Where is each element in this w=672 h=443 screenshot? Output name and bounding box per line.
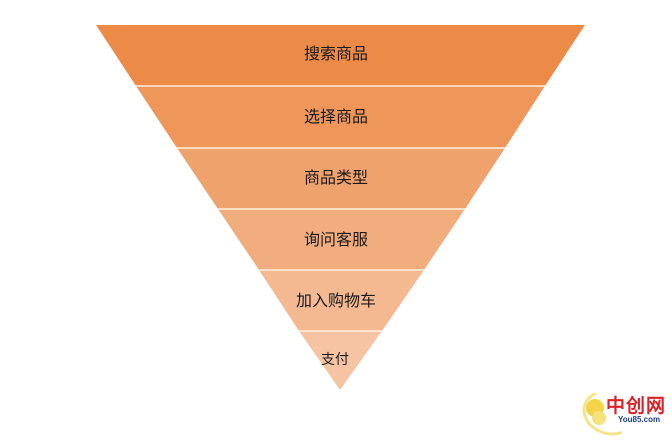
watermark-title: 中创网	[606, 395, 667, 417]
stage-label-service: 询问客服	[303, 230, 368, 249]
funnel-stage-1	[96, 25, 585, 86]
watermark-subtitle: You85.com	[618, 415, 661, 424]
logo-dot-icon	[592, 411, 606, 425]
stage-separators	[136, 85, 545, 332]
funnel-stage-2	[136, 86, 545, 148]
stage-label-search: 搜索商品	[303, 44, 368, 63]
funnel-stage-3	[177, 148, 505, 209]
stage-label-cart: 加入购物车	[295, 291, 376, 310]
stage-label-select: 选择商品	[303, 107, 368, 126]
stage-label-category: 商品类型	[303, 168, 368, 187]
watermark-logo: 中创网 You85.com	[576, 383, 670, 443]
stage-label-pay: 支付	[321, 352, 349, 368]
funnel-stage-6	[299, 331, 382, 390]
funnel-stage-5	[259, 270, 424, 331]
funnel-stage-4	[218, 209, 465, 270]
